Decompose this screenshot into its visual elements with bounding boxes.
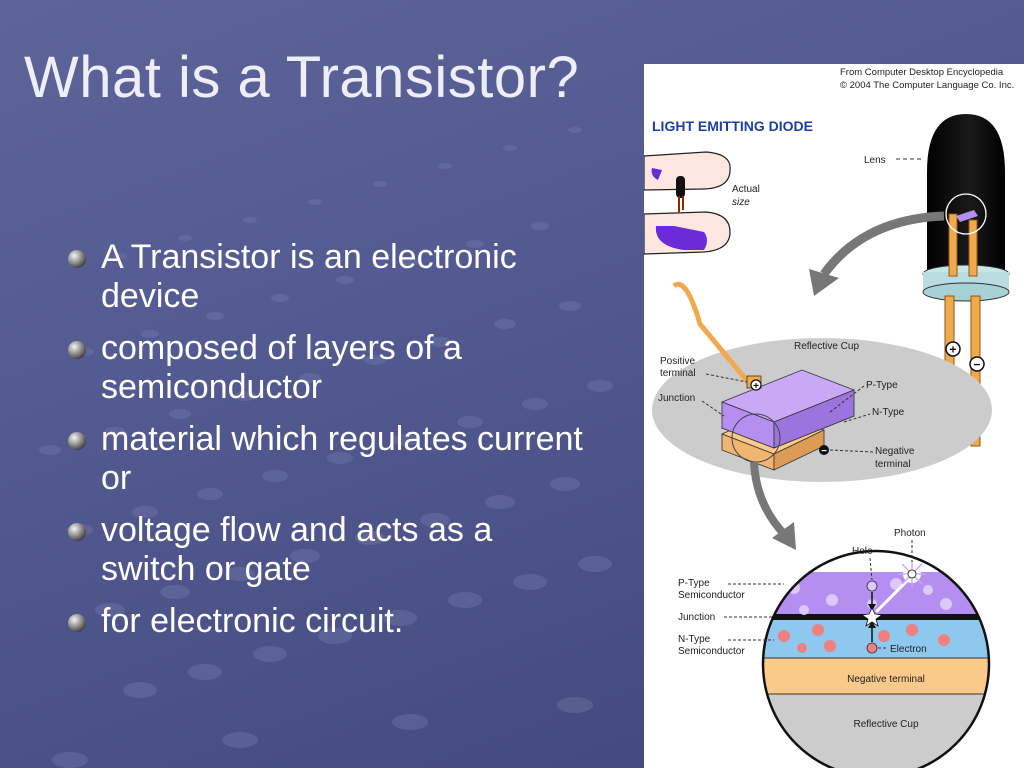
bullet-item: composed of layers of a semiconductor — [64, 329, 584, 407]
negative-terminal-label-1: Negative — [875, 446, 915, 457]
photon-label: Photon — [894, 528, 926, 539]
junction-detail-circle — [761, 549, 991, 768]
p-type-semiconductor-label-1: P-Type — [678, 578, 710, 589]
electron-icon — [866, 642, 878, 654]
bullet-item: A Transistor is an electronic device — [64, 238, 584, 316]
electron-label: Electron — [890, 644, 927, 655]
plus-terminal-icon — [945, 341, 961, 357]
credit-line-2: © 2004 The Computer Language Co. Inc. — [840, 80, 1014, 91]
bullet-orb-icon — [68, 250, 86, 268]
led-diagram: From Computer Desktop Encyclopedia © 200… — [644, 67, 1014, 768]
detail-arrow-icon — [750, 461, 787, 537]
bullet-text: composed of layers of a semiconductor — [101, 329, 462, 406]
actual-size-label-1: Actual — [732, 184, 760, 195]
chip-minus-icon — [819, 445, 829, 455]
led-diagram-figure: From Computer Desktop Encyclopedia © 200… — [644, 64, 1024, 768]
junction-label: Junction — [658, 393, 695, 404]
p-type-semiconductor-label-2: Semiconductor — [678, 590, 745, 601]
positive-terminal-label-2: terminal — [660, 368, 696, 379]
bullet-orb-icon — [68, 523, 86, 541]
bullet-text: material which regulates current or — [101, 420, 583, 497]
junction-detail-label: Junction — [678, 612, 715, 623]
bullet-text: A Transistor is an electronic device — [101, 238, 517, 315]
chip-illustration: + − — [652, 281, 992, 482]
negative-terminal-band-label: Negative terminal — [847, 674, 925, 685]
positive-terminal-label-1: Positive — [660, 356, 695, 367]
bullet-orb-icon — [68, 341, 86, 359]
bullet-item: for electronic circuit. — [64, 602, 584, 641]
minus-terminal-icon — [969, 356, 985, 372]
bullet-list: A Transistor is an electronic device com… — [64, 238, 584, 654]
bullet-text: voltage flow and acts as a switch or gat… — [101, 511, 493, 588]
p-type-label: P-Type — [866, 380, 898, 391]
svg-text:+: + — [949, 343, 956, 357]
photon-burst-icon — [860, 560, 926, 627]
bullet-text: for electronic circuit. — [101, 602, 404, 640]
bullet-item: voltage flow and acts as a switch or gat… — [64, 511, 584, 589]
reflective-cup-label: Reflective Cup — [794, 341, 859, 352]
zoom-arrow-icon — [820, 211, 945, 277]
n-type-semiconductor-label-2: Semiconductor — [678, 646, 745, 657]
fingers-illustration — [644, 151, 731, 255]
diagram-heading: LIGHT EMITTING DIODE — [652, 118, 813, 134]
svg-text:−: − — [973, 358, 980, 372]
credit-line-1: From Computer Desktop Encyclopedia — [840, 67, 1004, 78]
actual-size-label-2: size — [732, 197, 750, 208]
svg-text:+: + — [753, 381, 759, 392]
lens-label: Lens — [864, 155, 886, 166]
actual-size-led-icon — [676, 176, 685, 198]
reflective-cup-band-label: Reflective Cup — [853, 719, 918, 730]
svg-text:−: − — [821, 446, 827, 457]
chip-plus-icon — [750, 379, 762, 391]
n-type-label: N-Type — [872, 407, 905, 418]
hole-icon — [866, 580, 878, 592]
n-type-semiconductor-label-1: N-Type — [678, 634, 711, 645]
bullet-item: material which regulates current or — [64, 420, 584, 498]
negative-terminal-label-2: terminal — [875, 459, 911, 470]
bullet-orb-icon — [68, 614, 86, 632]
hole-label: Hole — [852, 546, 873, 557]
bullet-orb-icon — [68, 432, 86, 450]
slide-title: What is a Transistor? — [24, 45, 580, 110]
led-component-illustration: + − — [922, 114, 1010, 447]
